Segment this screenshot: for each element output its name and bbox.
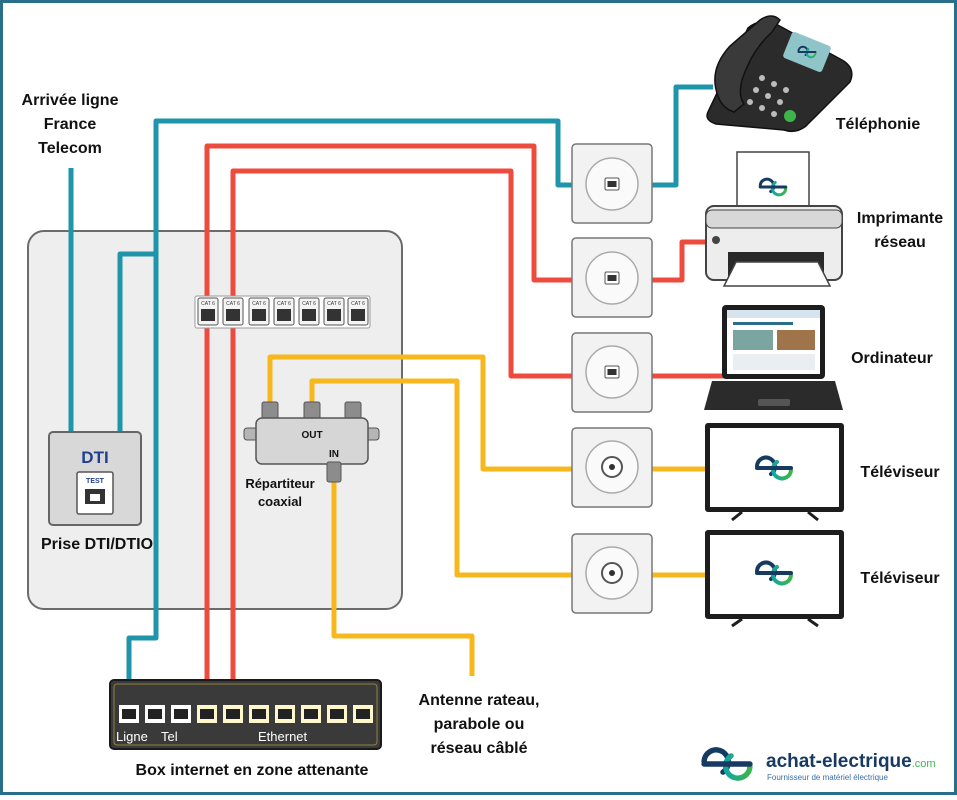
box-port <box>171 705 191 723</box>
socket-to-printer-cable <box>652 239 710 283</box>
dti-test-label: TEST <box>86 478 105 485</box>
patch-port-label: CAT 6 <box>226 301 240 307</box>
box-port <box>249 705 269 723</box>
dti-title: DTI <box>81 448 108 467</box>
antenna-label-2: parabole ou <box>434 716 525 733</box>
patch-port: CAT 6 <box>222 297 244 326</box>
laptop-icon <box>704 305 843 410</box>
splitter-in-label: IN <box>329 449 339 460</box>
ethernet-cables <box>204 143 725 702</box>
splitter-caption-2: coaxial <box>258 494 302 509</box>
brand-logo: achat-electrique.com Fournisseur de maté… <box>704 750 936 782</box>
box-port-label-tel: Tel <box>161 729 178 744</box>
patch-port-label: CAT 6 <box>201 301 215 307</box>
dti-to-panel-cable <box>117 251 155 432</box>
telephone-cables <box>68 84 713 700</box>
box-ligne-to-phone-socket-cable <box>126 118 575 700</box>
antenna-label-1: Antenne rateau, <box>419 692 540 709</box>
patch-port: CAT 6 <box>197 297 219 326</box>
brand-tagline: Fournisseur de matériel électrique <box>767 773 888 782</box>
patch-port-label: CAT 6 <box>277 301 291 307</box>
computer-wall-socket <box>571 332 653 413</box>
tv2-label: Téléviseur <box>860 570 939 587</box>
box-port <box>301 705 321 723</box>
patch-port-label: CAT 6 <box>252 301 266 307</box>
brand-tld: .com <box>912 758 936 770</box>
patch-port-label: CAT 6 <box>327 301 341 307</box>
tv1-coax-wall-socket <box>571 427 653 508</box>
coax-splitter: OUT IN <box>243 401 380 483</box>
phone-wall-socket <box>571 143 653 224</box>
telephone-icon <box>706 15 853 133</box>
television-icon-2 <box>705 530 844 628</box>
cat6-patch-panel: CAT 6 CAT 6 CAT 6 CAT 6 CAT 6 CAT 6 <box>194 295 371 329</box>
internet-box: Ligne Tel Ethernet <box>109 679 382 750</box>
telephonie-label: Téléphonie <box>836 116 921 133</box>
printer-icon <box>705 151 843 287</box>
dti-caption: Prise DTI/DTIO <box>41 536 153 553</box>
coax-cables <box>267 354 708 676</box>
splitter-to-tv1-socket-cable <box>267 354 575 472</box>
box-port <box>145 705 165 723</box>
computer-label: Ordinateur <box>851 350 933 367</box>
antenna-label-3: réseau câblé <box>431 740 528 757</box>
box-port <box>119 705 139 723</box>
patch-port: CAT 6 <box>323 297 345 326</box>
splitter-to-tv2-socket-cable <box>309 378 575 578</box>
box-port <box>275 705 295 723</box>
splitter-out-label: OUT <box>301 430 322 441</box>
patch-port: CAT 6 <box>347 297 369 326</box>
box-to-printer-socket-cable <box>204 143 575 702</box>
brand-logo-icon <box>704 750 750 778</box>
box-port <box>197 705 217 723</box>
printer-label-1: Imprimante <box>857 210 943 227</box>
antenna-to-splitter-cable <box>331 480 475 676</box>
printer-label-2: réseau <box>874 234 926 251</box>
box-port-label-ethernet: Ethernet <box>258 729 308 744</box>
box-port <box>353 705 373 723</box>
patch-port-label: CAT 6 <box>351 301 365 307</box>
internet-box-caption: Box internet en zone attenante <box>136 762 369 779</box>
phone-socket-to-telephone-cable <box>652 84 713 188</box>
box-to-computer-socket-cable <box>230 168 575 702</box>
dti-socket: DTI TEST <box>48 431 142 526</box>
box-port-label-ligne: Ligne <box>116 729 148 744</box>
tv2-coax-wall-socket <box>571 533 653 614</box>
incoming-line-label-1: Arrivée ligne <box>22 92 119 109</box>
patch-port-label: CAT 6 <box>302 301 316 307</box>
incoming-line-label-2: France <box>44 116 97 133</box>
svg-text:achat-electrique.com: achat-electrique.com <box>766 751 936 772</box>
patch-port: CAT 6 <box>298 297 320 326</box>
printer-wall-socket <box>571 237 653 318</box>
box-port <box>327 705 347 723</box>
incoming-line-label-3: Telecom <box>38 140 102 157</box>
splitter-caption-1: Répartiteur <box>245 476 314 491</box>
patch-port: CAT 6 <box>248 297 270 326</box>
tv1-label: Téléviseur <box>860 464 939 481</box>
brand-name: achat-electrique <box>766 751 912 772</box>
box-port <box>223 705 243 723</box>
television-icon-1 <box>705 423 844 522</box>
patch-port: CAT 6 <box>273 297 295 326</box>
